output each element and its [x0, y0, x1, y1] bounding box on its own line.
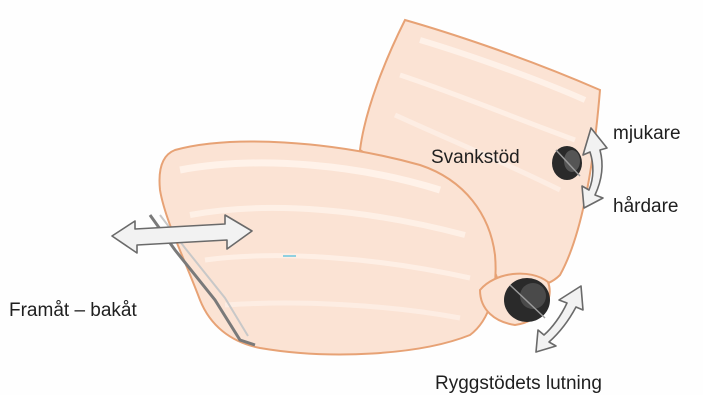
softer-label: mjukare — [613, 124, 681, 143]
recline-knob-icon — [504, 278, 550, 322]
forward-back-label: Framåt – bakåt — [9, 301, 137, 320]
lumbar-knob-icon — [552, 146, 582, 180]
lumbar-support-label: Svankstöd — [431, 148, 520, 167]
harder-label: hårdare — [613, 197, 679, 216]
backrest-tilt-label: Ryggstödets lutning — [435, 374, 602, 393]
